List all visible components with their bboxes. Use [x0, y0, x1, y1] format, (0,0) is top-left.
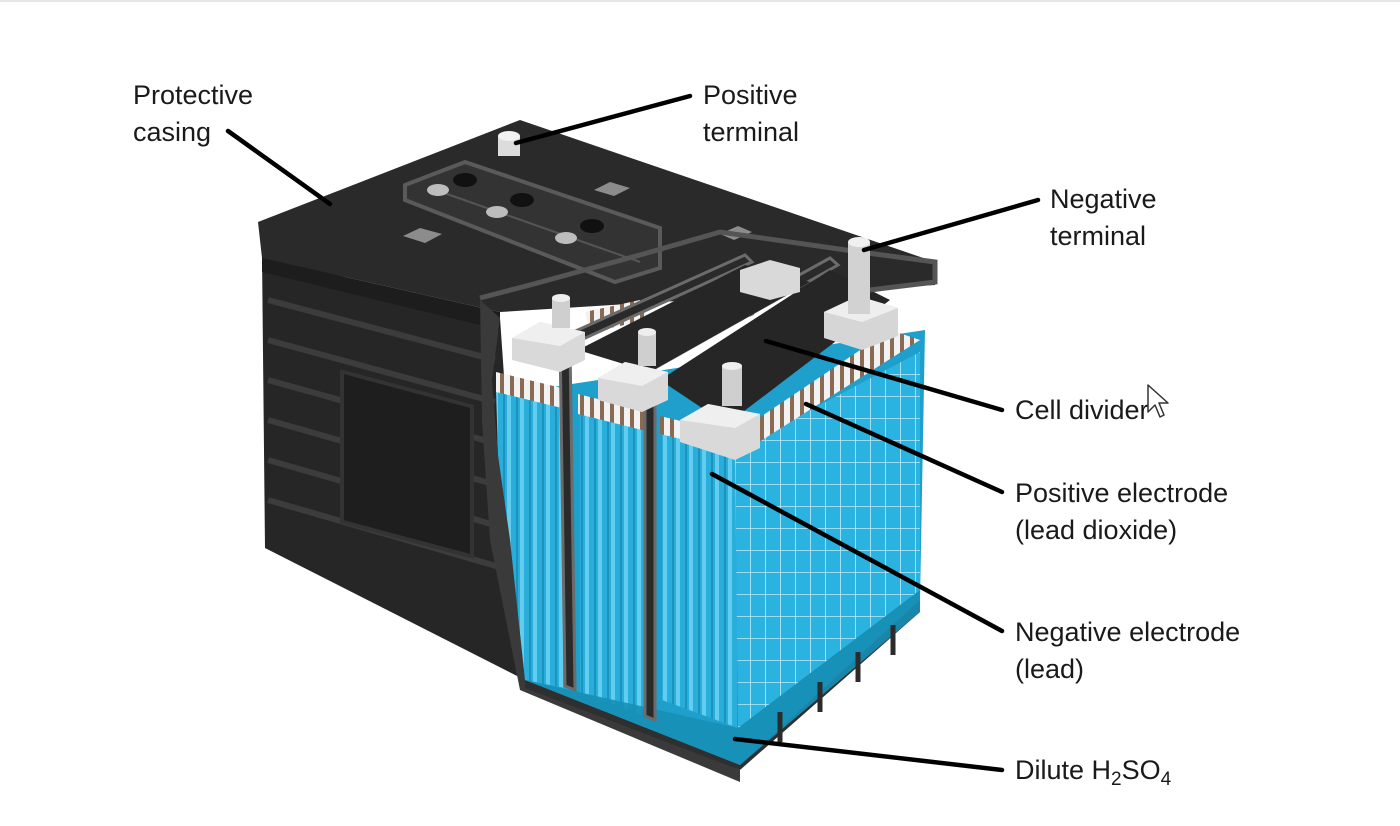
- label-positive-electrode-line2: (lead dioxide): [1015, 515, 1178, 545]
- electrolyte-mid: SO: [1121, 755, 1161, 785]
- leader-cell-divider: [763, 338, 1005, 413]
- label-electrolyte-text: Dilute H2SO4: [1015, 752, 1171, 789]
- leader-electrolyte: [732, 736, 1005, 773]
- label-positive-terminal-line1: Positive: [703, 80, 798, 110]
- battery-cutaway: [479, 229, 938, 782]
- cell-plates-2: [580, 410, 655, 720]
- label-protective-casing-line2: casing: [133, 117, 212, 147]
- electrolyte-prefix: Dilute H: [1015, 755, 1112, 785]
- cell-plates-3: [662, 432, 738, 728]
- label-negative-terminal-line2: terminal: [1050, 221, 1147, 251]
- label-negative-terminal-line1: Negative: [1050, 184, 1157, 214]
- vent-caps: [427, 173, 604, 244]
- label-cell-divider-text: Cell divider: [1015, 395, 1149, 425]
- cell-connectors: [512, 260, 800, 460]
- cell-plates-1: [496, 390, 575, 690]
- leader-protective-casing: [225, 128, 333, 207]
- label-negative-electrode-line1: Negative electrode: [1015, 617, 1241, 647]
- label-positive-terminal-line2: terminal: [703, 117, 800, 147]
- leader-lines: [225, 93, 1041, 773]
- label-protective-casing: Protective casing: [133, 77, 253, 151]
- label-negative-electrode-line2: (lead): [1015, 654, 1085, 684]
- label-positive-electrode: Positive electrode (lead dioxide): [1015, 475, 1228, 549]
- leader-negative-electrode: [709, 471, 1005, 634]
- electrolyte-sub-4: 4: [1160, 769, 1172, 790]
- label-protective-casing-line1: Protective: [133, 80, 254, 110]
- label-electrolyte: Dilute H2SO4: [1015, 752, 1171, 789]
- label-positive-terminal: Positive terminal: [703, 77, 799, 151]
- electrolyte-sub-2: 2: [1111, 769, 1122, 790]
- electrode-grid: [735, 352, 920, 728]
- leader-negative-terminal: [861, 197, 1041, 253]
- label-cell-divider: Cell divider: [1015, 392, 1149, 429]
- label-negative-terminal: Negative terminal: [1050, 181, 1157, 255]
- positive-terminal-post: [498, 131, 520, 156]
- mouse-cursor-icon: [1147, 384, 1169, 418]
- leader-positive-terminal: [513, 93, 693, 146]
- top-border: [0, 0, 1400, 2]
- label-negative-electrode: Negative electrode (lead): [1015, 614, 1240, 688]
- leader-positive-electrode: [803, 401, 1005, 495]
- negative-terminal-post: [824, 237, 898, 350]
- label-positive-electrode-line1: Positive electrode: [1015, 478, 1229, 508]
